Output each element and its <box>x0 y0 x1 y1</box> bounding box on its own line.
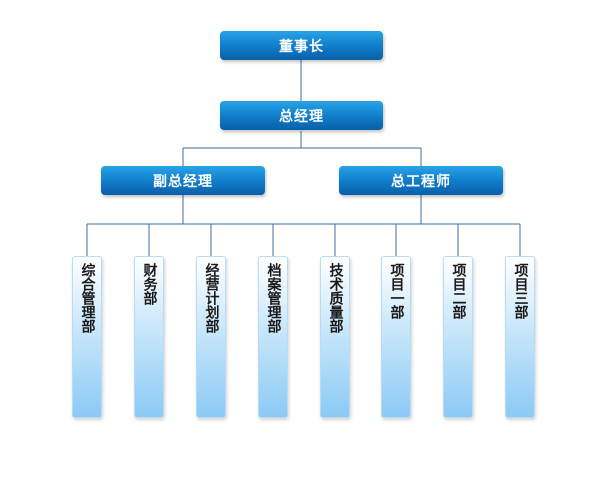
dept-node-2: 财务部 <box>134 256 164 418</box>
dept-label-8: 项目三部 <box>512 263 529 319</box>
dept-node-5: 技术质量部 <box>320 256 350 418</box>
dept-label-1: 综合管理部 <box>79 263 96 333</box>
dept-label-2: 财务部 <box>141 263 158 305</box>
dept-node-4: 档案管理部 <box>258 256 288 418</box>
dept-node-8: 项目三部 <box>505 256 535 418</box>
chief-engineer-node: 总工程师 <box>339 166 503 195</box>
dept-node-1: 综合管理部 <box>72 256 102 418</box>
general-manager-node: 总经理 <box>220 101 383 130</box>
dept-label-5: 技术质量部 <box>327 263 344 333</box>
dept-node-3: 经营计划部 <box>196 256 226 418</box>
dept-node-6: 项目一部 <box>381 256 411 418</box>
dept-label-3: 经营计划部 <box>203 263 220 333</box>
chairman-node: 董事长 <box>220 31 383 60</box>
dept-label-7: 项目二部 <box>450 263 467 319</box>
dept-node-7: 项目二部 <box>443 256 473 418</box>
dept-label-6: 项目一部 <box>388 263 405 319</box>
deputy-gm-node: 副总经理 <box>101 166 265 195</box>
dept-label-4: 档案管理部 <box>265 263 282 333</box>
